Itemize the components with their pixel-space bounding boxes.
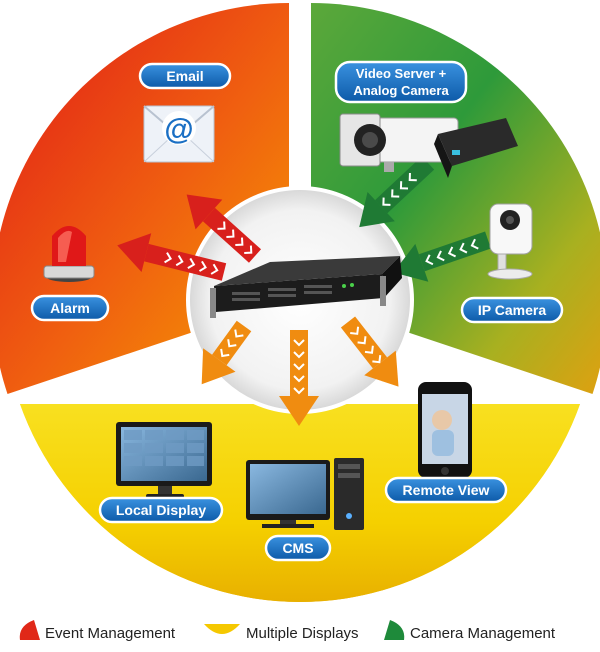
svg-text:Multiple Displays: Multiple Displays — [246, 625, 359, 642]
arrow-to-cms — [279, 330, 319, 426]
svg-text:Event Management: Event Management — [45, 625, 176, 642]
remote-view-label: Remote View — [384, 476, 508, 504]
remote-view-phone-icon — [418, 382, 472, 478]
svg-text:Local Display: Local Display — [116, 502, 206, 518]
alarm-label: Alarm — [30, 294, 110, 322]
svg-text:Email: Email — [166, 68, 203, 84]
at-sign-icon: @ — [164, 113, 193, 146]
ip-camera-label: IP Camera — [460, 296, 564, 324]
local-display-label: Local Display — [98, 496, 224, 524]
email-envelope-icon: @ — [143, 105, 215, 163]
video-server-label: Video Server + Analog Camera — [334, 60, 468, 104]
email-label: Email — [138, 62, 232, 90]
svg-text:Video Server +: Video Server + — [356, 66, 447, 81]
cms-workstation-icon — [246, 458, 364, 530]
video-server-box-icon — [434, 118, 518, 178]
arrow-to-alarm — [117, 233, 227, 281]
arrow-to-remote-view — [340, 316, 399, 387]
legend: Event Management Multiple Displays Camer… — [19, 620, 556, 642]
local-display-monitor-icon — [116, 422, 212, 498]
svg-text:Alarm: Alarm — [50, 300, 90, 316]
legend-swatch-yellow — [204, 624, 240, 634]
analog-camera-icon — [339, 113, 459, 172]
svg-text:Analog Camera: Analog Camera — [353, 83, 449, 98]
svg-text:Camera Management: Camera Management — [410, 625, 556, 642]
legend-event-management: Event Management — [19, 620, 176, 642]
svg-text:Remote View: Remote View — [403, 482, 490, 498]
legend-camera-management: Camera Management — [384, 620, 556, 642]
cms-label: CMS — [264, 534, 332, 562]
arrow-from-ip-camera — [393, 231, 491, 282]
legend-multiple-displays: Multiple Displays — [204, 624, 359, 642]
nvr-server-icon — [210, 256, 402, 318]
arrow-to-local-display — [201, 320, 252, 385]
arrow-from-video-server — [359, 156, 435, 228]
svg-text:CMS: CMS — [282, 540, 313, 556]
legend-swatch-red — [19, 620, 40, 640]
ip-camera-icon — [487, 203, 533, 280]
alarm-siren-icon — [43, 226, 95, 282]
legend-swatch-green — [384, 620, 405, 640]
svg-text:IP Camera: IP Camera — [478, 302, 546, 318]
arrow-to-email — [186, 194, 262, 263]
